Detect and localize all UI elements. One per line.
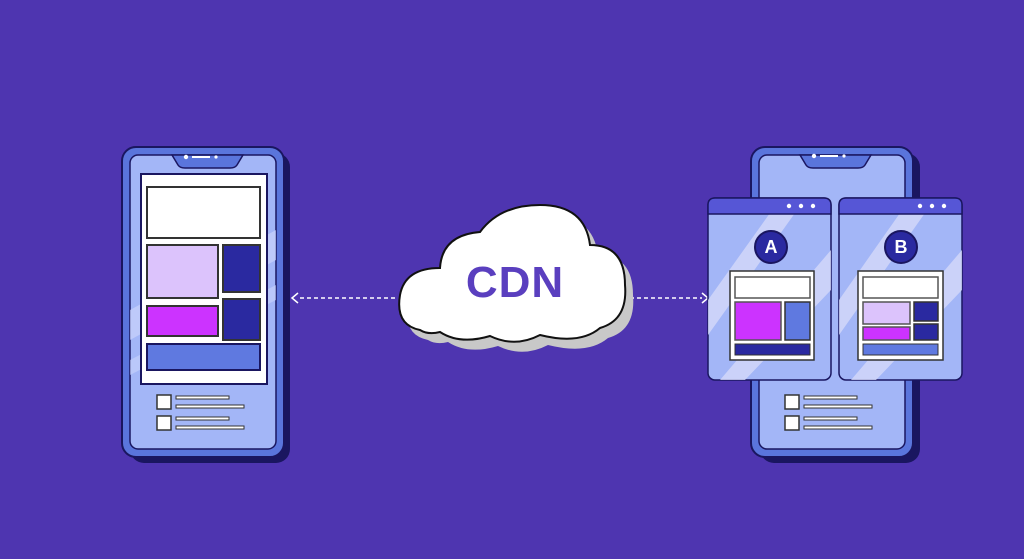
- variant-window-b: [838, 197, 963, 381]
- arrow-left: [290, 292, 398, 304]
- variant-badge-a: A: [754, 230, 788, 264]
- variant-window-a: [707, 197, 832, 381]
- cdn-cloud: [398, 203, 634, 352]
- variant-badge-b: B: [884, 230, 918, 264]
- left-phone: [121, 146, 290, 463]
- arrow-right: [630, 292, 710, 304]
- cdn-label: CDN: [465, 258, 565, 307]
